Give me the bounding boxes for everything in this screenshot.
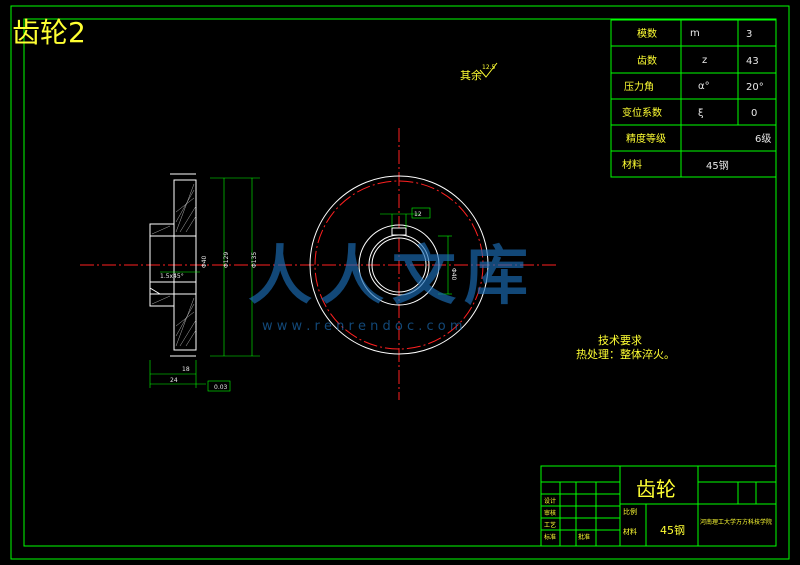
- param-name-teeth: 齿数: [637, 54, 657, 67]
- param-name-precision: 精度等级: [626, 132, 666, 145]
- tech-notes-line1: 热处理：整体淬火。: [576, 347, 675, 361]
- title-block-row-labels: 设计 审核 工艺 标准 批准: [544, 497, 590, 541]
- param-value-shift: 0: [751, 108, 757, 119]
- row-label-design: 设计: [544, 497, 556, 505]
- title-block-scale-label: 比例: [623, 507, 637, 516]
- keyway-width-dim: 12: [414, 211, 422, 218]
- gear-section-view: 1.5x45° 18 24 Φ129 Φ135 Φ40 0.03: [149, 173, 260, 392]
- surface-roughness-note: 其余 12.5: [460, 62, 498, 82]
- title-block-part-name: 齿轮: [636, 477, 676, 501]
- section-bore-dim: Φ40: [201, 255, 208, 268]
- section-dim-18: 18: [182, 366, 190, 373]
- roughness-symbol-icon: [479, 62, 498, 78]
- centerlines: [80, 128, 558, 400]
- drawing-frame: [10, 5, 790, 560]
- gear-outer-circle: [309, 175, 489, 355]
- title-block-material: 45钢: [660, 524, 685, 537]
- param-symbol-shift: ξ: [698, 108, 704, 119]
- param-value-material: 45钢: [706, 159, 729, 172]
- chamfer-dim: 1.5x45°: [160, 273, 184, 280]
- watermark-text: 人人文库: [248, 240, 536, 314]
- section-dia-135: Φ135: [251, 252, 258, 268]
- gear-front-view: [309, 175, 489, 355]
- param-value-teeth: 43: [746, 56, 759, 67]
- param-name-shift: 变位系数: [622, 106, 662, 119]
- param-symbol-module: m: [690, 28, 700, 39]
- param-symbol-teeth: z: [702, 55, 707, 66]
- param-name-module: 模数: [637, 27, 657, 40]
- front-view-dims: [380, 207, 452, 295]
- param-name-material: 材料: [622, 158, 642, 171]
- front-bore-dim: Φ40: [450, 268, 457, 281]
- param-symbol-pressure-angle: α°: [698, 81, 710, 92]
- row-label-process: 工艺: [544, 521, 556, 529]
- row-label-standard: 标准: [544, 533, 556, 541]
- title-block-material-label: 材料: [623, 527, 637, 536]
- watermark: 人人文库 w w w . r e n r e n d o c . c o m: [248, 240, 536, 334]
- param-value-module: 3: [746, 29, 752, 40]
- drawing-title: 齿轮2: [12, 16, 86, 49]
- param-rows: 模数 m 3 齿数 z 43 压力角 α° 20° 变位系数 ξ 0 精度等级 …: [622, 27, 771, 172]
- hub-outer-circle: [358, 224, 440, 306]
- tech-notes-title: 技术要求: [598, 334, 642, 347]
- row-label-review: 审核: [544, 509, 556, 517]
- section-dia-129: Φ129: [223, 252, 230, 268]
- roughness-value: 12.5: [482, 64, 496, 71]
- param-value-precision: 6级: [755, 133, 771, 145]
- param-value-pressure-angle: 20°: [746, 82, 764, 93]
- watermark-url: w w w . r e n r e n d o c . c o m: [262, 319, 463, 334]
- title-block-school: 河南理工大学万方科技学院: [700, 518, 772, 526]
- section-dim-24: 24: [170, 377, 178, 384]
- title-block: [540, 465, 777, 547]
- roughness-label: 其余: [460, 68, 482, 82]
- gear-parameter-table: [610, 19, 777, 178]
- row-label-approve: 批准: [578, 533, 590, 541]
- runout-value: 0.03: [214, 384, 228, 391]
- param-name-pressure-angle: 压力角: [624, 80, 654, 93]
